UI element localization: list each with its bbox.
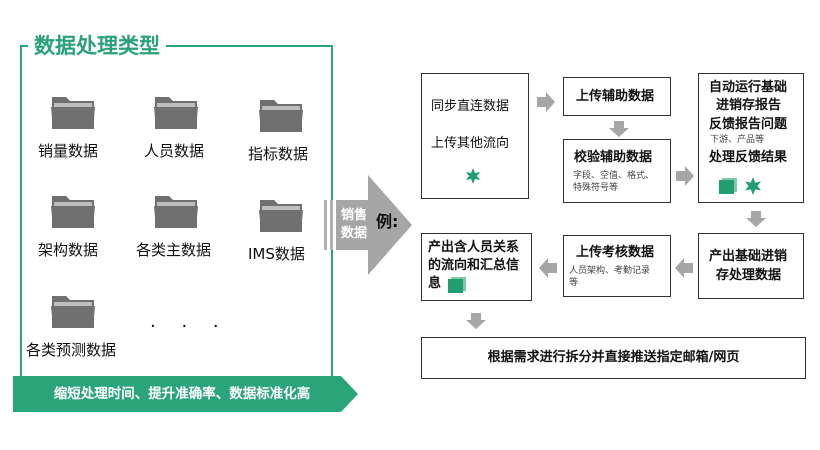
box3-title: 校验辅助数据 [574, 150, 653, 165]
item-label-sales: 销量数据 [38, 142, 99, 160]
folder-icon [258, 196, 304, 238]
item-label-structure: 架构数据 [38, 241, 99, 259]
box4-line2: 进销存报告 [716, 98, 782, 113]
box3-sub1: 字段、空值、格式、 [573, 171, 655, 181]
box4-line4: 处理反馈结果 [709, 150, 788, 165]
document-icon [719, 178, 737, 194]
star-icon [745, 177, 761, 195]
benefit-banner [13, 376, 358, 412]
box4-line3: 反馈报告问题 [709, 117, 788, 132]
benefit-text: 缩短处理时间、提升准确率、数据标准化高 [53, 386, 311, 402]
box4-line1: 自动运行基础 [709, 80, 788, 95]
item-label-master: 各类主数据 [136, 241, 212, 259]
folder-icon [153, 192, 199, 234]
box1-line2: 上传其他流向 [431, 136, 510, 151]
folder-icon [50, 292, 96, 334]
upload-assessment-box [563, 235, 671, 297]
upload-aux-box [563, 77, 671, 116]
item-label-personnel: 人员数据 [144, 142, 205, 160]
folder-icon [153, 93, 199, 135]
folder-icon [50, 192, 96, 234]
output-base-box [698, 233, 804, 299]
flow-arrow-right [537, 92, 555, 112]
box6-sub1: 人员架构、考勤记录 [569, 266, 651, 276]
box4-sub: 下游、产品等 [710, 135, 765, 145]
box8-title: 根据需求进行拆分并直接推送指定邮箱/网页 [487, 350, 740, 365]
flow-arrow-right [676, 166, 694, 186]
folder-icon [258, 96, 304, 138]
box3-sub2: 特殊符号等 [573, 183, 619, 193]
box6-title: 上传考核数据 [576, 245, 655, 260]
item-label-forecast: 各类预测数据 [26, 341, 117, 359]
arrow-label: 销售数据 [340, 208, 367, 241]
box7-line3: 息 [428, 276, 442, 291]
box5-line1: 产出基础进销 [709, 249, 788, 264]
document-icon [448, 277, 466, 293]
box6-sub2: 等 [569, 278, 579, 288]
more-indicator: · · · [150, 316, 229, 337]
example-label: 例: [376, 212, 399, 231]
box1-line1: 同步直连数据 [431, 99, 510, 114]
validate-aux-box [563, 139, 671, 203]
panel-title: 数据处理类型 [28, 33, 166, 59]
box7-line1: 产出含人员关系 [428, 240, 520, 255]
flow-arrow-left [675, 258, 693, 278]
flow-arrow-down [746, 211, 766, 227]
flow-arrow-left [539, 258, 557, 278]
item-label-ims: IMS数据 [248, 245, 305, 263]
flow-arrow-down [466, 313, 486, 329]
box2-title: 上传辅助数据 [576, 89, 655, 104]
output-personnel-box [421, 233, 532, 301]
auto-report-box [698, 73, 804, 203]
box5-line2: 存处理数据 [716, 268, 782, 283]
folder-icon [50, 93, 96, 135]
flow-arrow-down [609, 121, 629, 137]
sales-data-arrow [324, 175, 412, 275]
push-result-box [421, 337, 806, 379]
item-label-indicator: 指标数据 [248, 145, 309, 163]
box7-line2: 的流向和汇总信 [428, 258, 520, 273]
star-icon [466, 168, 480, 184]
